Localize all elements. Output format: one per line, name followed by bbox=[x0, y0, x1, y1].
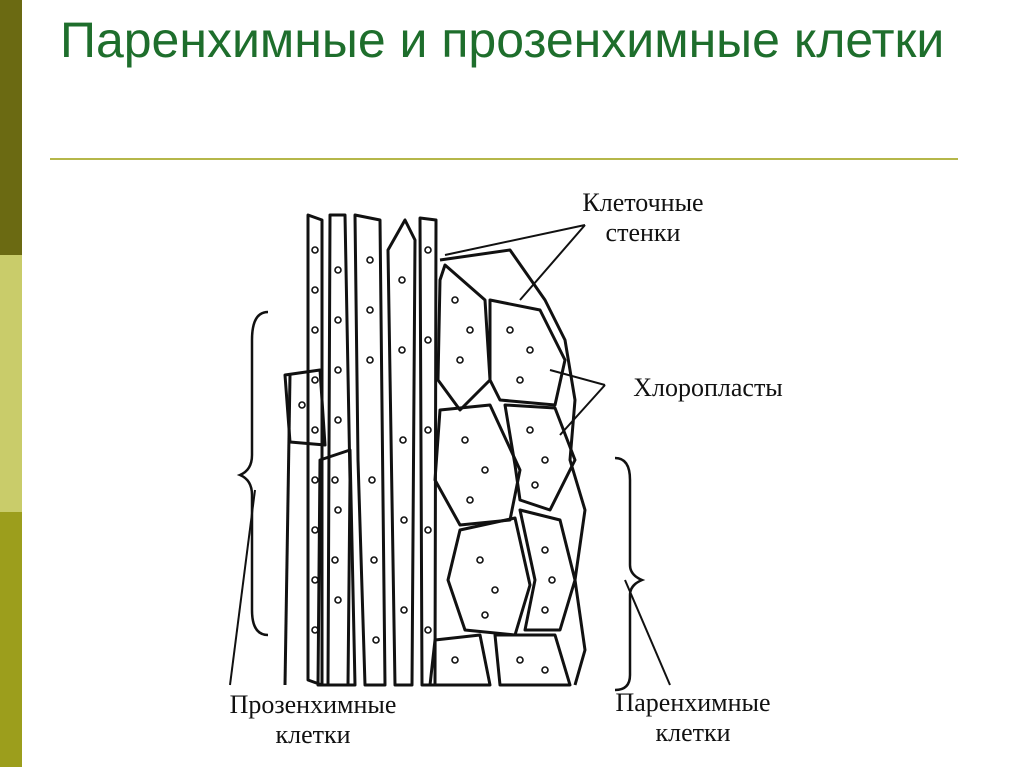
label-prosenchyma-line1: Прозенхимные bbox=[229, 690, 397, 719]
leader-chloroplasts bbox=[549, 369, 606, 436]
side-strip-middle bbox=[0, 255, 22, 512]
label-prosenchyma: Прозенхимные клетки bbox=[198, 690, 428, 750]
leader-cell-walls bbox=[444, 224, 586, 301]
parenchyma-cell bbox=[428, 633, 492, 687]
prosenchyma-cell bbox=[418, 216, 438, 687]
brace-prosenchyma bbox=[236, 310, 269, 637]
side-strip-top bbox=[0, 0, 22, 255]
prosenchyma-cell bbox=[386, 218, 417, 687]
parenchyma-cell bbox=[518, 508, 577, 632]
outer-cell-wall bbox=[283, 374, 292, 686]
label-cell-walls: Клеточные стенки bbox=[548, 188, 738, 248]
parenchyma-cell bbox=[446, 516, 532, 637]
label-prosenchyma-line2: клетки bbox=[275, 720, 351, 749]
label-chloroplasts: Хлоропласты bbox=[633, 373, 783, 402]
parenchyma-cell bbox=[493, 633, 572, 687]
prosenchyma-cell bbox=[316, 448, 357, 687]
parenchyma-cell bbox=[436, 263, 492, 412]
outer-cell-wall bbox=[439, 248, 587, 686]
prosenchyma-cell bbox=[326, 213, 352, 687]
label-parenchyma-line2: клетки bbox=[655, 718, 731, 747]
label-cell-walls-line1: Клеточные bbox=[582, 188, 704, 217]
parenchyma-cell bbox=[503, 403, 577, 512]
title-divider bbox=[50, 158, 958, 160]
brace-parenchyma bbox=[614, 456, 646, 692]
leader-parenchyma bbox=[624, 579, 671, 686]
cell-diagram bbox=[229, 213, 671, 692]
prosenchyma-cell bbox=[353, 213, 387, 687]
chloroplasts bbox=[298, 246, 556, 674]
label-parenchyma: Паренхимные клетки bbox=[578, 688, 808, 748]
slide-title: Паренхимные и прозенхимные клетки bbox=[60, 12, 945, 68]
label-cell-walls-line2: стенки bbox=[605, 218, 681, 247]
side-strip-bottom bbox=[0, 512, 22, 767]
parenchyma-cell bbox=[488, 298, 567, 407]
label-parenchyma-line1: Паренхимные bbox=[615, 688, 771, 717]
